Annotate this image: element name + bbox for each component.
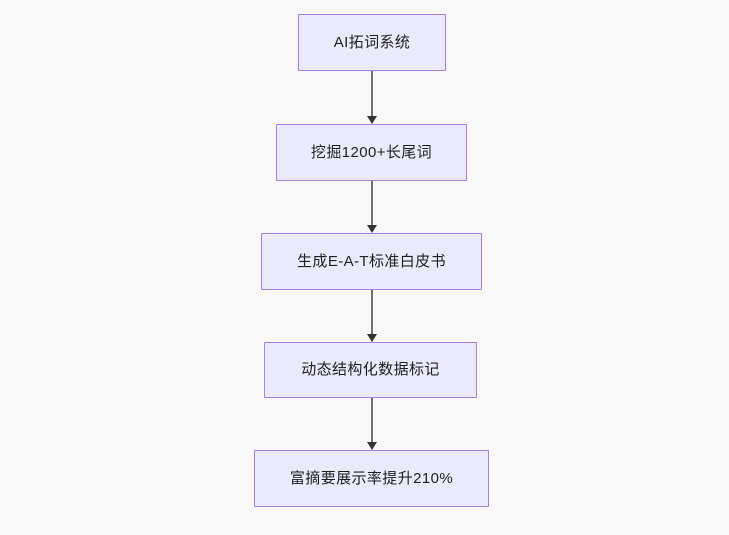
arrow-down-icon — [367, 116, 377, 124]
flow-node-label: 动态结构化数据标记 — [301, 361, 440, 378]
arrow-down-icon — [367, 334, 377, 342]
flow-connector-4 — [365, 398, 379, 450]
flow-node-label: AI拓词系统 — [333, 33, 411, 51]
flow-node-ai-keyword-system[interactable]: AI拓词系统 — [298, 14, 446, 71]
flow-node-label: 挖掘1200+长尾词 — [310, 143, 433, 161]
connector-line — [371, 71, 373, 117]
flow-connector-3 — [365, 290, 379, 342]
flow-node-label: 生成E-A-T标准白皮书 — [297, 252, 446, 270]
arrow-down-icon — [367, 225, 377, 233]
arrow-down-icon — [367, 442, 377, 450]
connector-line — [371, 290, 373, 335]
connector-line — [371, 398, 373, 443]
flow-node-label: 富摘要展示率提升210% — [289, 469, 454, 487]
flow-node-mine-longtail-keywords[interactable]: 挖掘1200+长尾词 — [276, 124, 467, 181]
flow-connector-1 — [365, 71, 379, 124]
flow-connector-2 — [365, 181, 379, 233]
connector-line — [371, 181, 373, 226]
flow-node-dynamic-structured-data-markup[interactable]: 动态结构化数据标记 — [264, 342, 477, 398]
flow-node-generate-eat-whitepaper[interactable]: 生成E-A-T标准白皮书 — [261, 233, 482, 290]
flow-node-rich-snippet-impression-rate[interactable]: 富摘要展示率提升210% — [254, 450, 489, 507]
